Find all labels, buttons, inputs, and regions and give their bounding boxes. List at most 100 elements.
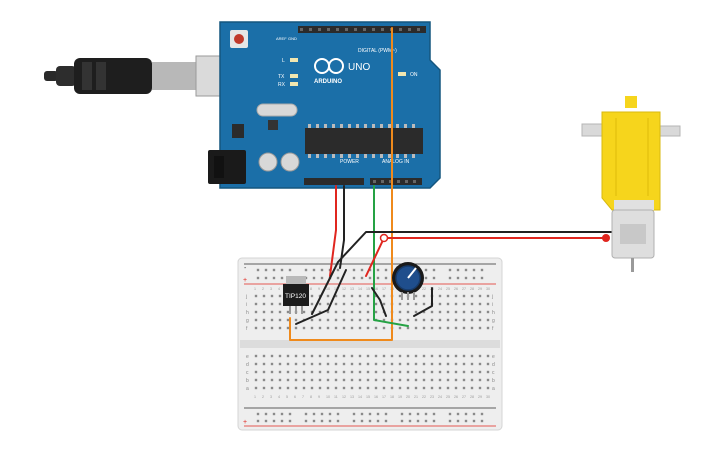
breadboard-hole — [486, 326, 490, 330]
breadboard-hole — [270, 302, 274, 306]
breadboard-hole — [448, 276, 452, 280]
breadboard-hole — [390, 378, 394, 382]
breadboard-hole — [430, 370, 434, 374]
breadboard-hole — [414, 354, 418, 358]
breadboard-hole — [326, 378, 330, 382]
atmega-chip — [305, 128, 423, 154]
breadboard-hole — [414, 310, 418, 314]
breadboard-hole — [366, 318, 370, 322]
breadboard-hole — [366, 370, 370, 374]
breadboard-column-number: 2 — [262, 395, 264, 399]
breadboard-hole — [366, 386, 370, 390]
breadboard-hole — [414, 294, 418, 298]
breadboard-hole — [382, 354, 386, 358]
breadboard-hole — [294, 326, 298, 330]
breadboard-hole — [342, 370, 346, 374]
breadboard-hole — [478, 354, 482, 358]
rx-label: RX — [278, 82, 286, 88]
breadboard-hole — [280, 419, 284, 423]
breadboard-hole — [318, 302, 322, 306]
breadboard-hole — [286, 310, 290, 314]
breadboard-hole — [454, 302, 458, 306]
power-label: POWER — [340, 159, 359, 165]
breadboard-hole — [286, 386, 290, 390]
breadboard-column-number: 26 — [454, 395, 458, 399]
breadboard-hole — [454, 362, 458, 366]
breadboard-column-number: 24 — [438, 395, 442, 399]
breadboard-hole — [342, 318, 346, 322]
breadboard-column-number: 16 — [374, 287, 378, 291]
gnd-label: GND — [288, 36, 297, 41]
breadboard-hole — [262, 294, 266, 298]
breadboard-hole — [310, 294, 314, 298]
rx-led — [290, 82, 298, 86]
breadboard-hole — [342, 326, 346, 330]
breadboard-hole — [448, 268, 452, 272]
breadboard-hole — [272, 276, 276, 280]
dc-motor — [581, 96, 681, 272]
breadboard-hole — [470, 362, 474, 366]
breadboard-hole — [320, 268, 324, 272]
breadboard-hole — [288, 268, 292, 272]
wire-black-short-3 — [371, 287, 387, 317]
breadboard-hole — [336, 276, 340, 280]
breadboard-hole — [472, 268, 476, 272]
breadboard-row-letter: j — [245, 294, 247, 300]
breadboard-hole — [350, 354, 354, 358]
breadboard-hole — [384, 276, 388, 280]
breadboard-hole — [414, 386, 418, 390]
breadboard-hole — [254, 386, 258, 390]
breadboard-hole — [438, 354, 442, 358]
breadboard-hole — [366, 294, 370, 298]
breadboard-hole — [278, 386, 282, 390]
breadboard-hole — [446, 362, 450, 366]
breadboard-hole — [358, 354, 362, 358]
breadboard-hole — [302, 354, 306, 358]
breadboard-hole — [318, 310, 322, 314]
breadboard-hole — [294, 386, 298, 390]
breadboard-hole — [398, 302, 402, 306]
breadboard-hole — [382, 362, 386, 366]
breadboard-hole — [328, 412, 332, 416]
breadboard-hole — [454, 378, 458, 382]
breadboard-hole — [350, 318, 354, 322]
breadboard-hole — [382, 386, 386, 390]
breadboard-hole — [438, 302, 442, 306]
breadboard-hole — [326, 318, 330, 322]
breadboard-hole — [374, 378, 378, 382]
breadboard-row-letter: g — [492, 318, 495, 324]
breadboard-hole — [342, 378, 346, 382]
breadboard-hole — [310, 370, 314, 374]
breadboard-column-number: 3 — [270, 395, 272, 399]
breadboard-column-number: 13 — [350, 395, 354, 399]
breadboard-hole — [262, 302, 266, 306]
wire-orange — [289, 27, 393, 341]
potentiometer[interactable] — [392, 262, 424, 300]
breadboard-column-number: 26 — [454, 287, 458, 291]
breadboard-hole — [270, 294, 274, 298]
breadboard-hole — [486, 302, 490, 306]
breadboard-hole — [304, 268, 308, 272]
breadboard-hole — [286, 326, 290, 330]
power-header — [304, 178, 364, 185]
breadboard-hole — [254, 370, 258, 374]
breadboard-hole — [414, 302, 418, 306]
breadboard-column-number: 11 — [334, 287, 338, 291]
breadboard-column-number: 14 — [358, 287, 362, 291]
breadboard-column-number: 30 — [486, 395, 490, 399]
breadboard-hole — [470, 326, 474, 330]
breadboard-hole — [366, 362, 370, 366]
breadboard-hole — [264, 412, 268, 416]
breadboard-hole — [424, 268, 428, 272]
breadboard-hole — [286, 370, 290, 374]
breadboard-hole — [352, 268, 356, 272]
breadboard-hole — [486, 370, 490, 374]
breadboard-hole — [478, 370, 482, 374]
breadboard-hole — [358, 294, 362, 298]
breadboard-hole — [472, 419, 476, 423]
breadboard-hole — [446, 318, 450, 322]
breadboard-hole — [486, 386, 490, 390]
breadboard-column-number: 14 — [358, 395, 362, 399]
breadboard-column-number: 5 — [286, 395, 288, 399]
breadboard-hole — [454, 294, 458, 298]
